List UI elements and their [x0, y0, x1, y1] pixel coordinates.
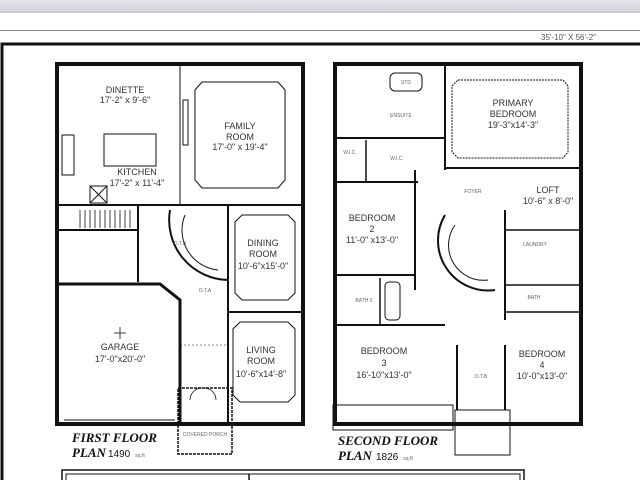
room-name: DINETTE	[106, 85, 145, 95]
room-name: ROOM	[249, 249, 277, 259]
ota-label: O.T.A	[199, 288, 212, 294]
room-size: 11'-0" x13'-0"	[346, 235, 398, 245]
room-name: GARAGE	[101, 342, 140, 352]
room-name: BEDROOM	[519, 349, 566, 359]
room-size: 10'-0"x13'-0"	[517, 371, 567, 381]
area-unit: sq.ft	[403, 456, 413, 462]
room-name: BEDROOM	[349, 213, 396, 223]
room-size: 10'-6"x15'-0"	[238, 261, 288, 271]
first-floor-labels: DINETTE 17'-2" x 9'-6" KITCHEN 17'-2" x …	[71, 85, 288, 460]
floor-area: 1826	[376, 452, 399, 463]
title-block	[61, 469, 525, 480]
room-name: KITCHEN	[117, 167, 157, 177]
foyer-label: FOYER	[464, 189, 482, 195]
floor-title: FIRST FLOOR	[71, 430, 157, 445]
bath2-label: BATH 2	[355, 298, 372, 304]
overall-dimensions: 35'-10" X 56'-2"	[541, 33, 596, 42]
first-floor-plan	[55, 62, 305, 455]
laundry-label: LAUNDRY	[523, 242, 547, 248]
floor-title: PLAN	[72, 445, 107, 460]
room-name: ROOM	[226, 132, 254, 142]
sheet-frame	[0, 42, 640, 480]
room-name: DINING	[247, 238, 279, 248]
window-title-bar	[0, 0, 640, 13]
room-name: ROOM	[247, 356, 275, 366]
wic-label: W.I.C.	[390, 156, 404, 162]
room-name: FAMILY	[224, 121, 255, 131]
room-name: 2	[369, 224, 374, 234]
ensuite-label: ENSUITE	[390, 113, 412, 119]
bath-label: BATH	[528, 295, 541, 301]
floor-area: 1490	[108, 449, 131, 460]
otb-label: O.T.B	[475, 374, 488, 380]
room-name: 4	[539, 360, 544, 370]
tub-label: STD	[401, 80, 411, 86]
second-floor-labels: PRIMARY BEDROOM 19'-3"x14'-3" LOFT 10'-6…	[338, 80, 573, 463]
room-size: 17'-2" x 11'-4"	[110, 178, 165, 188]
room-name: PRIMARY	[493, 98, 534, 108]
room-size: 10'-6"x14'-8"	[236, 369, 286, 379]
room-size: 16'-10"x13'-0"	[356, 370, 411, 380]
wic-label: W.I.C.	[343, 150, 357, 156]
room-size: 19'-3"x14'-3"	[488, 120, 538, 130]
room-name: LIVING	[246, 345, 276, 355]
room-name: BEDROOM	[361, 346, 408, 356]
floor-title: PLAN	[338, 448, 373, 463]
room-size: 17'-0" x 19'-4"	[212, 142, 267, 152]
divider	[0, 30, 640, 31]
area-unit: sq.ft	[135, 453, 145, 459]
otb-label: O.T.B	[174, 241, 187, 247]
room-name: 3	[381, 358, 386, 368]
room-size: 10'-6" x 8'-0"	[523, 196, 573, 206]
room-name: BEDROOM	[490, 109, 537, 119]
room-size: 17'-0"x20'-0"	[95, 354, 145, 364]
room-size: 17'-2" x 9'-6"	[100, 95, 150, 105]
floor-title: SECOND FLOOR	[338, 433, 438, 448]
porch-label: COVERED PORCH	[183, 432, 228, 438]
second-floor-plan	[332, 62, 583, 456]
room-name: LOFT	[536, 185, 560, 195]
